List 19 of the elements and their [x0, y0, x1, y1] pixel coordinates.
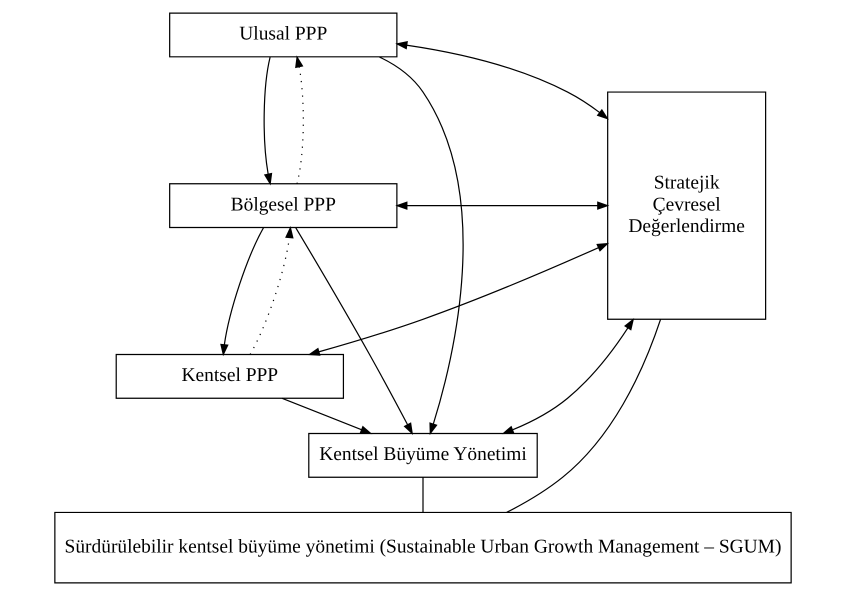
arrow: [379, 56, 464, 436]
node-box: Bölgesel PPP: [169, 183, 398, 228]
arrow: [220, 228, 264, 356]
node-box: Kentsel PPP: [116, 354, 344, 399]
arrow: [395, 201, 610, 210]
node-box: Stratejik Çevresel Değerlendirme: [607, 91, 766, 320]
arrow: [264, 57, 272, 186]
arrow: [295, 227, 414, 436]
node-box: Sürdürülebilir kentsel büyüme yönetimi (Sustainable Urban Growth Management – SGUM): [54, 512, 792, 584]
arrow: [250, 226, 294, 355]
arrow: [282, 398, 372, 434]
arrow: [308, 242, 610, 356]
arrow: [295, 55, 304, 184]
node-box: Kentsel Büyüme Yönetimi: [308, 432, 538, 478]
connector: [422, 477, 424, 512]
arrow: [395, 41, 609, 120]
node-box: Ulusal PPP: [169, 12, 398, 58]
arrow: [502, 318, 634, 434]
connector: [506, 319, 662, 513]
